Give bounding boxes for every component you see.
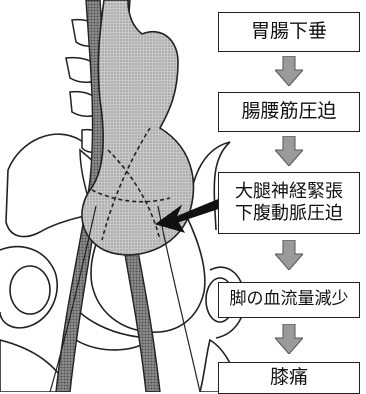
down-arrow-icon — [275, 324, 303, 354]
flow-step-knee-pain: 膝痛 — [218, 362, 360, 394]
flow-step-label: 胃腸下垂 — [251, 20, 327, 44]
flow-step-label-line2: 下腹動脈圧迫 — [235, 203, 343, 226]
flow-step-blood-flow: 脚の血流量減少 — [218, 282, 360, 318]
down-arrow-icon — [275, 136, 303, 166]
flow-step-label: 膝痛 — [270, 366, 308, 390]
flow-step-label: 腸腰筋圧迫 — [241, 100, 336, 124]
flow-step-nerve-artery: 大腿神経緊張 下腹動脈圧迫 — [218, 172, 360, 234]
flow-step-label-line1: 大腿神経緊張 — [235, 181, 343, 204]
flow-step-gastroptosis: 胃腸下垂 — [218, 12, 360, 52]
flow-step-psoas-compression: 腸腰筋圧迫 — [218, 92, 360, 132]
flow-step-label: 脚の血流量減少 — [230, 289, 349, 310]
down-arrow-icon — [275, 240, 303, 270]
down-arrow-icon — [275, 56, 303, 86]
